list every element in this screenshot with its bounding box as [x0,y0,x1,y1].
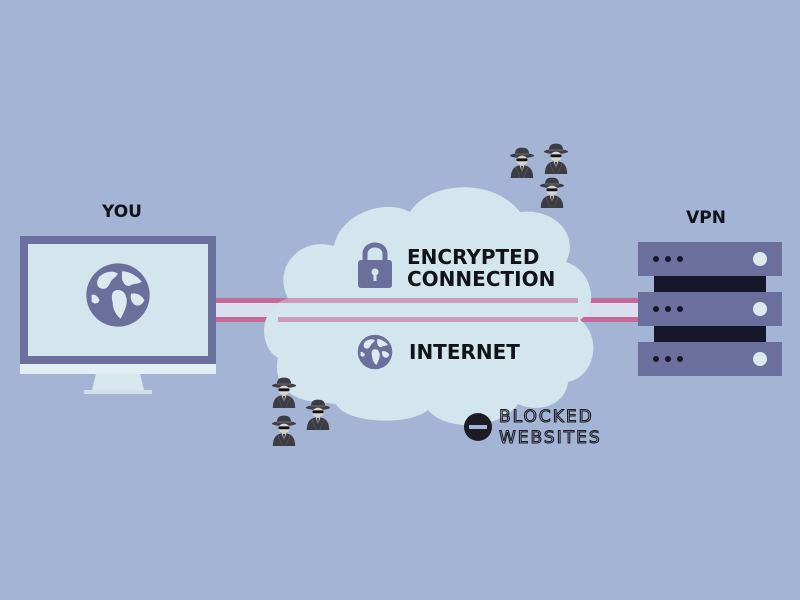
lock-icon [358,242,392,288]
monitor-bezel [20,364,216,374]
internet-cloud [264,187,594,426]
you-label: YOU [101,202,142,222]
globe-icon [86,263,150,327]
spy-icon [271,415,297,447]
minus-circle-icon [464,413,492,441]
spy-icon [543,143,569,175]
monitor-stand [92,374,144,390]
spy-icon [539,177,565,209]
spy-icon [305,399,331,431]
monitor-base [84,390,152,394]
blocked-label-line1: BLOCKED [499,407,594,427]
vpn-label: VPN [686,208,726,228]
encrypted-label-line1: ENCRYPTED [407,245,539,269]
vpn-server [638,242,782,376]
internet-label: INTERNET [409,340,520,364]
encrypted-label-line2: CONNECTION [407,267,555,291]
blocked-label-line2: WEBSITES [499,428,602,448]
internet-globe-icon [357,334,393,370]
spy-icon [509,147,535,179]
server-rack-icon [638,242,782,376]
user-computer [20,236,216,394]
